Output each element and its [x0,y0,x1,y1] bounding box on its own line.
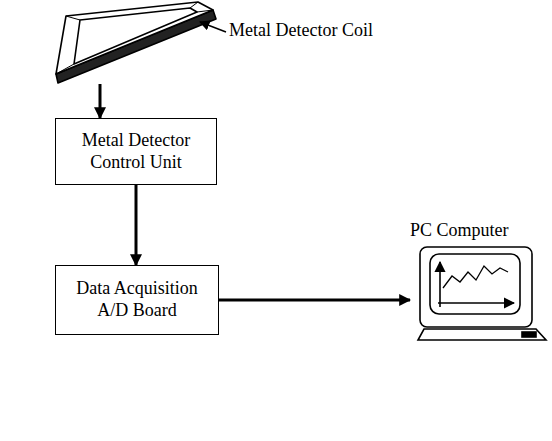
leader-arrow [200,22,226,32]
figure-label: PC Computer [410,220,552,242]
coil-node: Metal Detector Coil [55,0,220,84]
box-label: Metal Detector Control Unit [64,130,208,173]
figure-label: Metal Detector Coil [229,20,373,42]
computer-node: PC Computer [410,220,552,344]
computer-drawing [418,247,546,340]
process-box: Metal Detector Control Unit [55,118,217,185]
flow-arrow [135,185,138,265]
flow-arrow [99,84,102,118]
process-box: Data Acquisition A/D Board [55,265,219,335]
flow-arrow [219,299,410,302]
box-label: Data Acquisition A/D Board [64,278,210,321]
coil-drawing [56,2,216,83]
